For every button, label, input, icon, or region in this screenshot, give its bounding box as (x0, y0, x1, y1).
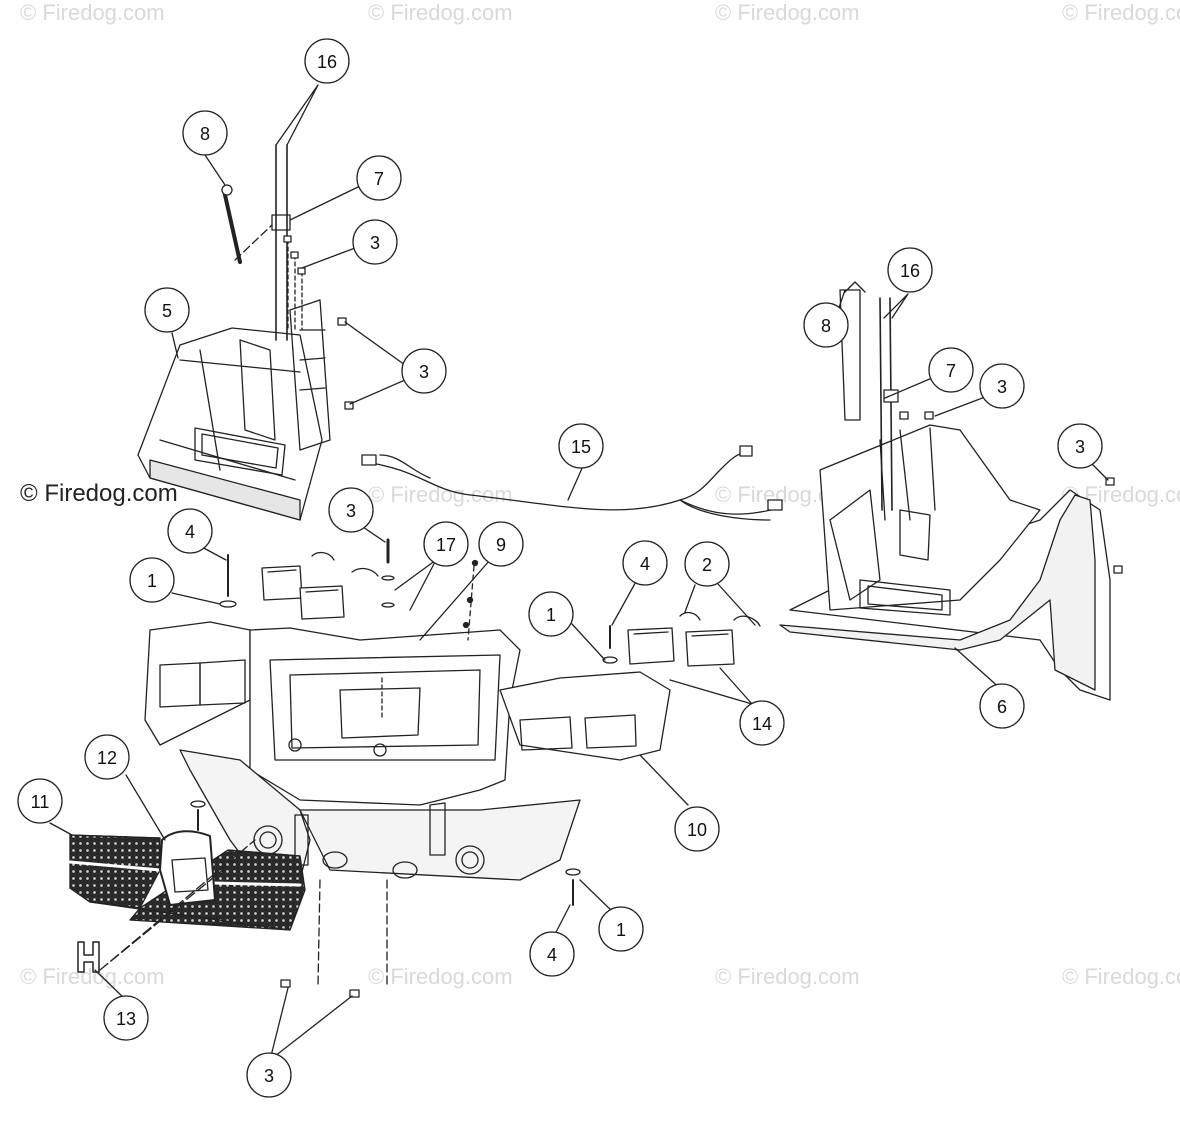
callout: 3 (246, 1052, 292, 1098)
headlights (261, 551, 761, 667)
callout-label: 11 (31, 792, 50, 812)
callout: 13 (103, 995, 149, 1041)
left-fender (137, 299, 331, 521)
callout: 7 (928, 347, 974, 393)
watermark: © Firedog.com (368, 0, 513, 25)
callout-label: 12 (97, 748, 117, 768)
watermark: © Firedog.com (20, 0, 165, 25)
callout: 3 (1057, 423, 1103, 469)
brand-label: © Firedog.com (20, 480, 178, 507)
callout: 3 (328, 487, 374, 533)
callout: 12 (84, 734, 130, 780)
leader-lines (49, 84, 1109, 1061)
wire-harness (361, 445, 783, 521)
callout: 4 (529, 931, 575, 977)
callout: 15 (558, 423, 604, 469)
callout-label: 4 (547, 945, 557, 965)
callout: 8 (182, 110, 228, 156)
callout: 9 (478, 521, 524, 567)
callout-label: 16 (317, 52, 337, 72)
callout-label: 4 (185, 522, 195, 542)
callout: 8 (803, 302, 849, 348)
left-bracket-parts (221, 144, 354, 410)
callout-label: 7 (946, 361, 956, 381)
watermark: © Firedog.com (368, 482, 513, 507)
callout: 3 (352, 219, 398, 265)
callout: 7 (356, 155, 402, 201)
callout-label: 13 (116, 1009, 136, 1029)
watermark: © Firedog.com (368, 964, 513, 989)
emblem (77, 830, 216, 973)
callouts: 16 8 7 3 5 3 16 8 7 3 3 15 3 4 17 9 1 4 … (17, 38, 1103, 1098)
callout: 4 (622, 540, 668, 586)
watermark: © Firedog.com (715, 0, 860, 25)
callout-label: 1 (147, 571, 157, 591)
callout: 6 (979, 683, 1025, 729)
callout: 16 (304, 38, 350, 84)
callout: 3 (401, 348, 447, 394)
watermark: © Firedog.com (1062, 964, 1180, 989)
callout: 1 (528, 591, 574, 637)
callout-label: 3 (346, 501, 356, 521)
callout-label: 8 (821, 316, 831, 336)
callout-label: 1 (546, 605, 556, 625)
callout: 17 (423, 521, 469, 567)
callout: 1 (598, 906, 644, 952)
callout-label: 2 (702, 555, 712, 575)
front-nose (144, 538, 671, 906)
callout-label: 6 (997, 697, 1007, 717)
callout: 5 (144, 287, 190, 333)
callout-label: 3 (370, 233, 380, 253)
callout-label: 16 (900, 261, 920, 281)
callout-label: 3 (419, 362, 429, 382)
callout: 4 (167, 508, 213, 554)
callout: 1 (129, 557, 175, 603)
callout: 16 (887, 247, 933, 293)
callout: 2 (684, 541, 730, 587)
callout-label: 14 (752, 714, 772, 734)
callout-label: 17 (436, 535, 456, 555)
callout: 3 (979, 363, 1025, 409)
watermark: © Firedog.com (715, 964, 860, 989)
callout-label: 10 (687, 820, 707, 840)
watermark: © Firedog.com (1062, 0, 1180, 25)
callout-label: 3 (1075, 437, 1085, 457)
callout-label: 7 (374, 169, 384, 189)
callout-label: 3 (997, 377, 1007, 397)
callout-label: 3 (264, 1066, 274, 1086)
callout-label: 8 (200, 124, 210, 144)
callout: 11 (17, 778, 63, 824)
callout-label: 1 (616, 920, 626, 940)
callout-label: 9 (496, 535, 506, 555)
callout-label: 5 (162, 301, 172, 321)
callout-label: 15 (571, 437, 591, 457)
callout: 14 (739, 700, 785, 746)
callout-label: 4 (640, 554, 650, 574)
bottom-bolts (99, 839, 388, 998)
callout: 10 (674, 806, 720, 852)
right-fender (779, 424, 1111, 701)
grille (68, 834, 306, 931)
